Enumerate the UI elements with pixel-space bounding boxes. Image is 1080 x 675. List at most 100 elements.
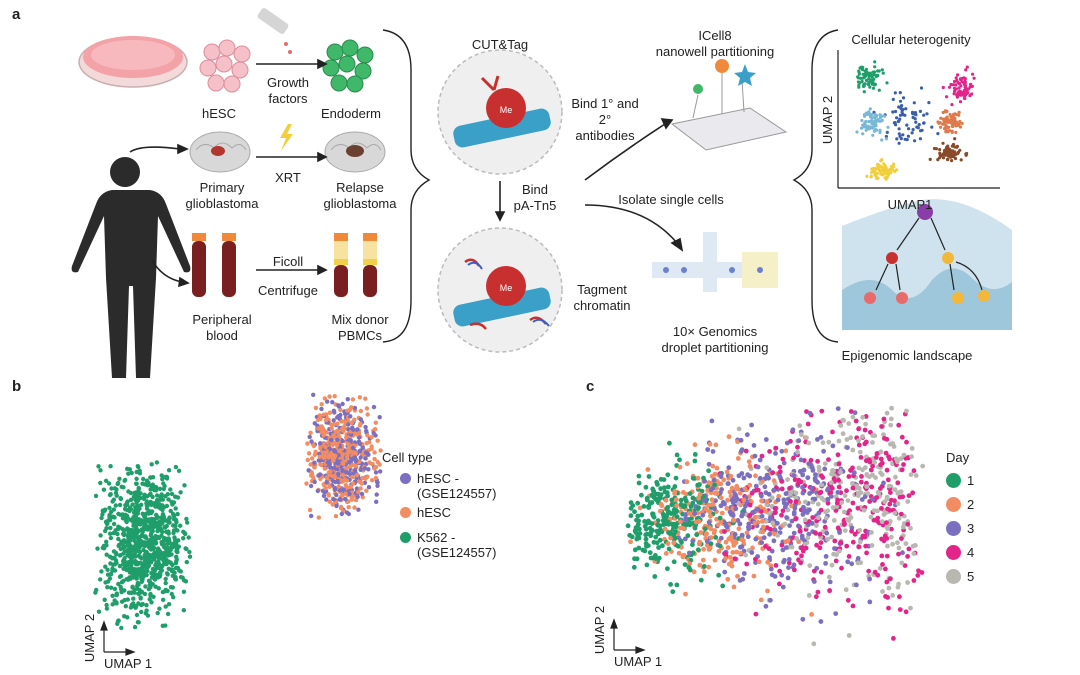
scatter-point-day-1 (655, 522, 661, 528)
scatter-point-day-4 (899, 536, 904, 541)
scatter-point-day-3 (809, 485, 814, 491)
scatter-point-day-3 (740, 511, 745, 517)
mini-umap-point (897, 119, 901, 123)
bracket-right (792, 29, 839, 343)
scatter-point-day-1 (695, 547, 701, 553)
mini-umap-point (944, 110, 948, 114)
mini-umap-point (878, 130, 882, 135)
scatter-point-day-3 (744, 432, 750, 438)
mini-umap-point (952, 150, 956, 154)
scatter-point-day-2 (684, 479, 690, 485)
scatter-point-day-3 (709, 418, 715, 424)
mini-umap-point (953, 156, 958, 161)
scatter-point-day-1 (631, 564, 637, 570)
mini-umap-point (955, 95, 960, 99)
scatter-point-day-3 (867, 599, 873, 605)
scatter-point-day-4 (803, 545, 809, 551)
scatter-point-day-2 (723, 539, 729, 545)
scatter-point-day-1 (657, 527, 663, 533)
scatter-point-day-5 (802, 517, 808, 523)
scatter-point-day-3 (798, 457, 804, 463)
scatter-point-day-5 (910, 543, 916, 549)
mini-umap-point (954, 113, 959, 117)
panel-a-letter: a (12, 6, 21, 23)
mini-umap-point (862, 90, 866, 94)
scatter-point-day-2 (697, 562, 703, 568)
scatter-point-day-3 (738, 448, 744, 454)
scatter-point-day-3 (741, 571, 747, 576)
scatter-point-day-5 (908, 525, 913, 531)
scatter-point-day-5 (888, 416, 894, 422)
legend-item-day-5: 5 (946, 569, 1026, 584)
scatter-point-day-4 (779, 512, 784, 518)
scatter-point-day-5 (860, 434, 865, 439)
scatter-point-day-4 (903, 609, 909, 615)
scatter-point-day-4 (896, 551, 901, 557)
mini-umap-point (897, 127, 901, 131)
scatter-point-day-1 (634, 536, 640, 542)
mini-umap-point (885, 169, 889, 174)
scatter-point-day-2 (765, 559, 771, 565)
nanowell-chip-icon (670, 59, 788, 151)
mini-umap-point (925, 112, 929, 116)
scatter-point-day-2 (725, 545, 731, 550)
scatter-point-day-3 (762, 484, 768, 490)
scatter-point-day-4 (897, 607, 903, 612)
mini-umap-point (958, 148, 962, 152)
scatter-point-day-4 (753, 611, 759, 617)
mini-umap-point (928, 157, 932, 161)
scatter-point-day-1 (665, 510, 671, 516)
scatter-point-day-5 (736, 426, 742, 432)
scatter-point-day-4 (899, 467, 905, 473)
scatter-point-day-5 (840, 417, 846, 423)
scatter-point-day-4 (768, 526, 773, 532)
scatter-point-day-5 (899, 560, 905, 566)
mini-umap-point (946, 158, 950, 162)
scatter-point-day-1 (643, 484, 649, 490)
scatter-point-day-4 (820, 475, 826, 480)
mini-umap-point (872, 77, 876, 81)
mini-umap-point (880, 165, 884, 169)
scatter-point-day-3 (712, 506, 717, 512)
scatter-point-day-4 (884, 536, 890, 541)
mini-umap-point (906, 134, 911, 138)
scatter-point-day-3 (775, 520, 780, 526)
scatter-point-day-5 (795, 449, 800, 455)
mini-umap-point (856, 80, 861, 84)
scatter-point-day-5 (895, 584, 901, 590)
scatter-point-day-4 (835, 497, 840, 503)
scatter-point-day-4 (722, 529, 727, 534)
mini-umap-point (872, 169, 877, 173)
separated-tubes-icon (334, 233, 377, 297)
petri-dish-icon (78, 36, 188, 88)
scatter-point-day-3 (759, 513, 765, 519)
scatter-point-day-3 (740, 576, 746, 582)
scatter-point-day-3 (779, 448, 785, 454)
mini-umap-point (954, 76, 958, 80)
scatter-point-day-3 (759, 540, 765, 545)
scatter-point-day-3 (749, 550, 755, 555)
mini-umap-point (957, 110, 961, 114)
mini-umap-point (885, 175, 890, 179)
scatter-point-day-4 (822, 524, 828, 530)
scatter-point-day-5 (857, 449, 863, 455)
scatter-point-day-4 (792, 567, 797, 573)
scatter-point-day-5 (856, 490, 861, 496)
mini-umap-point (893, 91, 897, 95)
scatter-point-day-3 (801, 504, 806, 510)
scatter-point-day-3 (823, 554, 829, 559)
scatter-point-day-5 (838, 469, 843, 475)
scatter-point-day-5 (888, 534, 894, 540)
scatter-point-day-1 (646, 503, 651, 509)
scatter-point-day-3 (881, 480, 886, 486)
scatter-point-day-1 (635, 500, 641, 506)
brain-icon-primary (189, 131, 251, 173)
scatter-point-day-1 (665, 484, 671, 490)
scatter-point-day-4 (866, 568, 872, 574)
scatter-point-day-4 (884, 553, 890, 559)
scatter-point-day-2 (712, 490, 718, 496)
scatter-point-day-4 (880, 562, 885, 567)
scatter-point-day-3 (769, 572, 775, 578)
scatter-point-day-4 (879, 553, 885, 559)
